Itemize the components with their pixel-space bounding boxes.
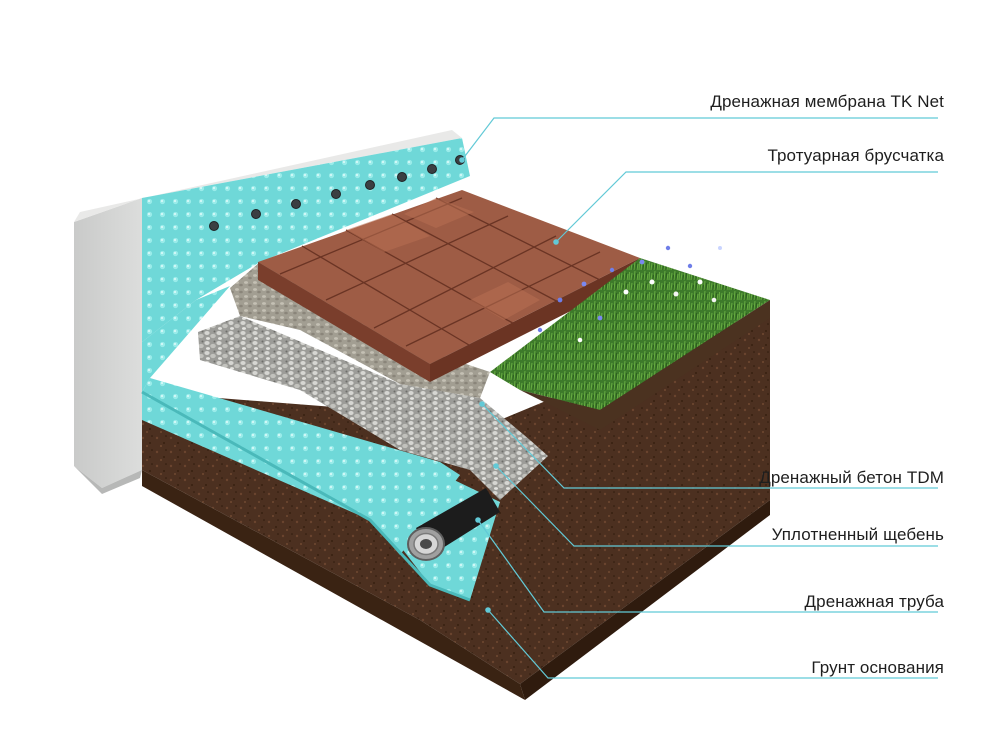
grass-lawn bbox=[490, 230, 770, 430]
drainage-pipe bbox=[407, 488, 500, 561]
label-paving-stones: Тротуарная брусчатка bbox=[767, 146, 944, 165]
leader-line-drainage-concrete bbox=[481, 403, 938, 489]
label-drainage-concrete: Дренажный бетон TDM bbox=[759, 468, 944, 487]
label-crushed-stone: Уплотненный щебень bbox=[771, 525, 944, 544]
paving-stones bbox=[258, 190, 640, 382]
leader-line-membrane bbox=[461, 117, 938, 161]
callout-lines bbox=[459, 117, 938, 679]
foundation-wall bbox=[74, 130, 462, 494]
leader-line-gravel bbox=[495, 465, 938, 547]
label-base-soil: Грунт основания bbox=[811, 658, 944, 677]
wildflowers bbox=[537, 230, 722, 343]
label-drainage-pipe: Дренажная труба bbox=[804, 592, 944, 611]
crushed-stone-layer bbox=[198, 316, 548, 500]
leader-line-paving bbox=[555, 171, 938, 243]
leader-line-pipe bbox=[477, 519, 938, 613]
leader-line-soil bbox=[487, 609, 938, 679]
membrane-fasteners bbox=[209, 155, 465, 231]
label-drainage-membrane: Дренажная мембрана TK Net bbox=[710, 92, 944, 111]
